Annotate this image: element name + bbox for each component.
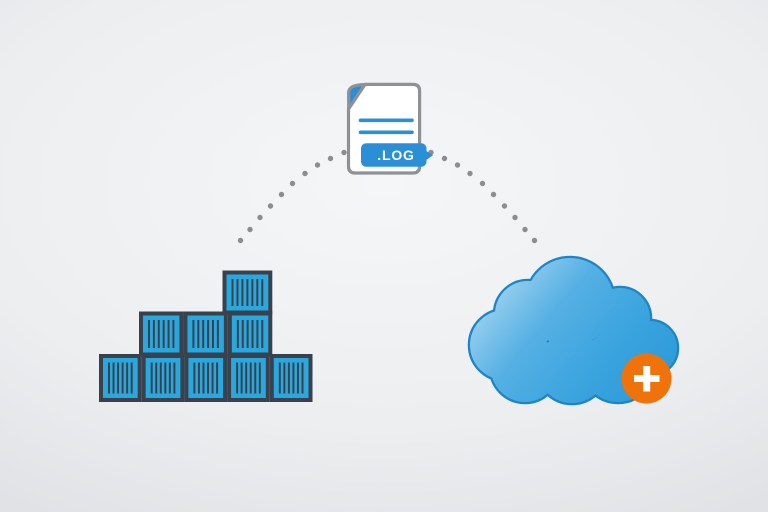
dotted-arc-right <box>428 149 538 244</box>
container-cell <box>141 354 185 402</box>
container-rib <box>148 320 150 348</box>
container-rib <box>254 362 257 394</box>
container-rib <box>164 362 167 394</box>
container-rib <box>211 320 214 348</box>
container-cell <box>227 354 270 402</box>
container-rib <box>236 362 239 394</box>
container-rib <box>108 362 110 394</box>
container-rib <box>292 362 295 394</box>
container-rib <box>150 362 153 394</box>
container-rib <box>162 320 165 348</box>
container-rib <box>241 279 244 306</box>
container-cell <box>183 311 228 357</box>
container-rib <box>278 362 281 394</box>
container-cell <box>222 270 273 315</box>
container-rib <box>261 279 264 306</box>
container-cell <box>269 354 313 402</box>
container-rib <box>236 320 239 348</box>
file-extension-label: .LOG <box>377 147 414 163</box>
dotted-arc-left <box>237 149 347 244</box>
arc-dot <box>522 226 528 233</box>
container-rib <box>155 362 158 394</box>
container-cell <box>99 354 142 402</box>
container-rib <box>157 320 160 348</box>
container-rib <box>301 362 304 394</box>
container-rib <box>197 320 200 348</box>
container-rib <box>231 279 234 306</box>
container-rib <box>112 362 115 394</box>
container-rib <box>126 362 129 394</box>
container-cell <box>184 354 228 402</box>
cloud-icon <box>467 255 680 406</box>
arc-dot <box>289 180 296 187</box>
arc-dot <box>237 237 244 244</box>
arc-dot <box>314 162 321 168</box>
container-rib <box>207 320 210 348</box>
container-rib <box>172 320 175 348</box>
container-rib <box>240 362 243 394</box>
container-stack-icon <box>99 270 313 402</box>
arc-dot <box>257 214 263 221</box>
container-rib <box>167 320 170 348</box>
arc-dot <box>302 170 308 177</box>
arc-dot <box>278 191 285 198</box>
arc-dot <box>467 170 473 177</box>
arc-dot <box>454 162 461 168</box>
container-rib <box>251 279 254 306</box>
log-file-icon: .LOG <box>346 82 433 175</box>
container-rib <box>192 320 195 348</box>
container-rib <box>159 362 162 394</box>
container-rib <box>283 362 286 394</box>
container-rib <box>202 362 205 394</box>
container-rib <box>197 362 200 394</box>
page-fold-corner <box>346 83 367 111</box>
arc-dot <box>479 180 486 187</box>
container-rib <box>246 320 249 348</box>
arc-dot <box>341 149 347 156</box>
file-extension-tag: .LOG <box>361 143 433 167</box>
add-to-cloud-badge <box>621 353 672 404</box>
arc-dot <box>441 155 448 162</box>
container-cell <box>227 311 273 357</box>
arc-dot <box>512 214 518 221</box>
container-rib <box>236 279 239 306</box>
container-rib <box>258 362 261 394</box>
container-rib <box>207 362 210 394</box>
container-rib <box>211 362 214 394</box>
container-rib <box>251 320 254 348</box>
container-rib <box>256 320 259 348</box>
arc-dot <box>501 203 508 209</box>
arc-dot <box>267 203 274 209</box>
arc-dot <box>490 191 497 198</box>
container-rib <box>246 279 249 306</box>
arc-dot <box>327 155 334 162</box>
plus-icon <box>634 366 660 392</box>
container-rib <box>261 320 264 348</box>
container-rib <box>202 320 205 348</box>
container-rib <box>245 362 248 394</box>
arc-dot <box>531 237 538 244</box>
container-rib <box>130 362 133 394</box>
container-rib <box>287 362 290 394</box>
container-rib <box>249 362 252 394</box>
container-rib <box>296 362 299 394</box>
container-rib <box>216 320 219 348</box>
tag-background <box>361 143 427 167</box>
container-rib <box>168 362 171 394</box>
container-rib <box>256 279 259 306</box>
arc-dot <box>247 226 253 233</box>
container-cell <box>139 311 184 357</box>
container-rib <box>121 362 124 394</box>
container-rib <box>241 320 244 348</box>
container-rib <box>117 362 120 394</box>
container-rib <box>173 362 176 394</box>
container-rib <box>216 362 219 394</box>
container-rib <box>152 320 155 348</box>
container-rib <box>193 362 196 394</box>
